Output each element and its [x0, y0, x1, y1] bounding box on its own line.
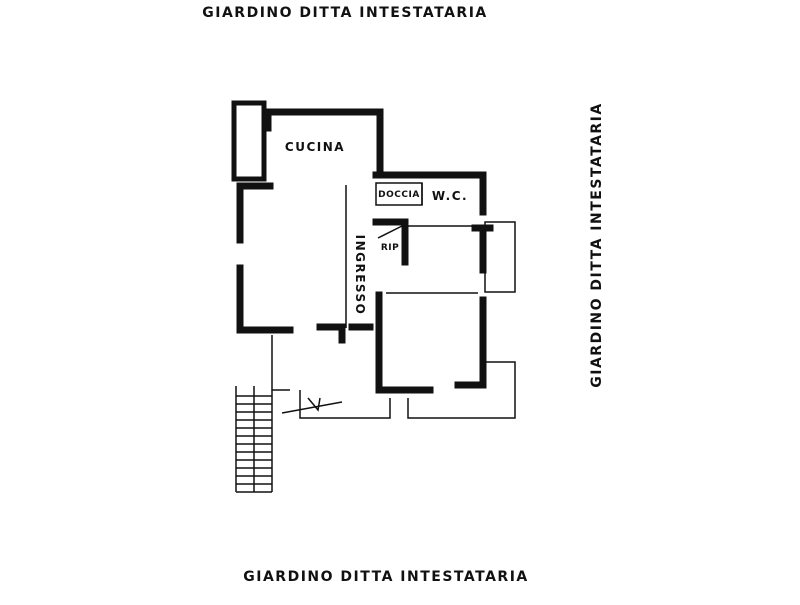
balcony-right [484, 221, 516, 293]
landing [299, 390, 391, 419]
wall-room-left [375, 291, 434, 394]
walls [231, 100, 494, 394]
room-label-wc: W.C. [432, 189, 468, 203]
garden-label-right: GIARDINO DITTA INTESTATARIA [589, 102, 605, 387]
stair-treads [236, 386, 272, 492]
room-label-kitchen: CUCINA [285, 140, 345, 154]
garden-label-top: GIARDINO DITTA INTESTATARIA [202, 5, 487, 21]
wall-service-top [372, 171, 487, 216]
stairs-arrow [281, 401, 343, 414]
garden-label-bottom: GIARDINO DITTA INTESTATARIA [243, 569, 528, 585]
wall-room-right [454, 296, 487, 389]
wall-closet [372, 218, 409, 266]
room-label-closet: RIP [381, 243, 399, 253]
terrace [407, 361, 516, 419]
wall-living-bottom [316, 323, 346, 344]
wall-living-left [236, 264, 294, 334]
wall-living-top [236, 182, 274, 244]
room-label-entrance: INGRESSO [353, 235, 367, 316]
wall-kitchen-top [264, 108, 384, 179]
room-label-shower: DOCCIA [378, 190, 420, 200]
chimney [231, 100, 267, 182]
